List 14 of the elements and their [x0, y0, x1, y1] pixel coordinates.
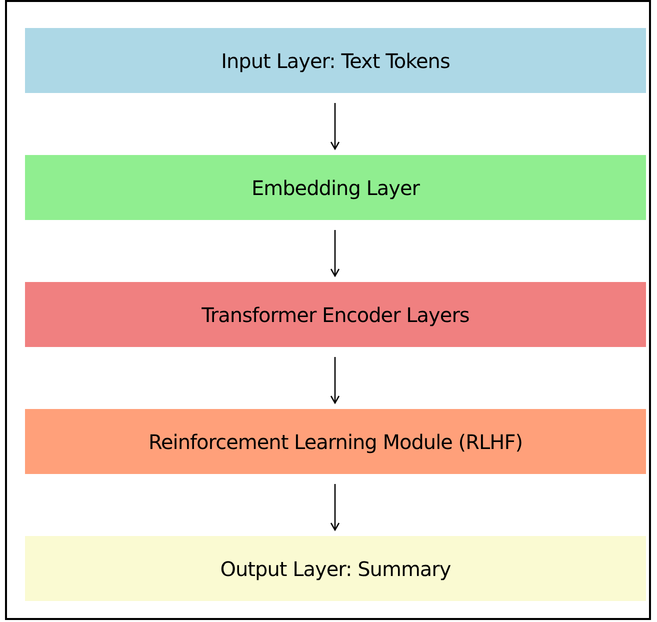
layer-box — [25, 28, 646, 93]
layer-label: Input Layer: Text Tokens — [221, 48, 450, 74]
layer-label: Transformer Encoder Layers — [202, 302, 470, 328]
layer-box — [25, 155, 646, 220]
layer-label: Reinforcement Learning Module (RLHF) — [148, 428, 522, 456]
layer-label: Embedding Layer — [251, 174, 420, 202]
layer-box — [25, 536, 646, 601]
arrow — [330, 484, 340, 531]
arrow — [330, 230, 340, 277]
layer-box — [25, 409, 646, 474]
arrow — [330, 357, 340, 404]
layer-box — [25, 282, 646, 347]
arrow — [330, 103, 340, 150]
layer-label: Output Layer: Summary — [220, 556, 451, 582]
